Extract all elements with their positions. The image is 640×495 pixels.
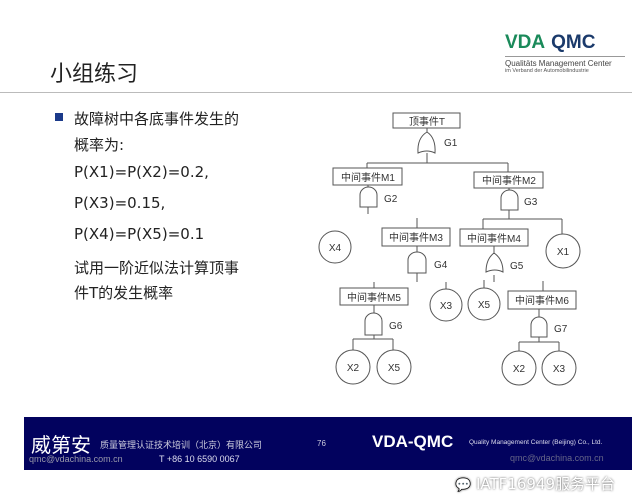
bullet-icon bbox=[55, 113, 63, 121]
text-line: P(X1)=P(X2)=0.2, bbox=[74, 163, 209, 181]
watermark-text: IATF16949服务平台 bbox=[475, 475, 615, 493]
basic-x3: X3 bbox=[553, 364, 566, 375]
footer-brand: VDA-QMC bbox=[372, 432, 454, 451]
event-m3: 中间事件M3 bbox=[389, 231, 443, 244]
event-m2: 中间事件M2 bbox=[482, 174, 536, 187]
event-m5: 中间事件M5 bbox=[347, 291, 401, 304]
gate-g6: G6 bbox=[389, 321, 403, 332]
footer-bar: 威第安 质量管理认证技术培训（北京）有限公司 qmc@vdachina.com.… bbox=[24, 417, 632, 470]
logo-line2: im Verband der Automobilindustrie bbox=[505, 68, 589, 74]
basic-x3: X3 bbox=[440, 301, 453, 312]
basic-x2: X2 bbox=[347, 363, 360, 374]
gate-g3: G3 bbox=[524, 197, 538, 208]
footer-company-cn: 威第安 bbox=[31, 433, 91, 457]
top-event: 顶事件T bbox=[409, 115, 445, 128]
basic-x5: X5 bbox=[478, 300, 491, 311]
footer-company-desc: 质量管理认证技术培训（北京）有限公司 bbox=[100, 440, 263, 450]
page-number: 76 bbox=[317, 439, 326, 448]
footer-email: qmc@vdachina.com.cn bbox=[29, 454, 123, 464]
gate-g7: G7 bbox=[554, 324, 568, 335]
logo-line1: Qualitäts Management Center bbox=[505, 56, 625, 68]
logo-qmc: QMC bbox=[551, 32, 596, 53]
event-m1: 中间事件M1 bbox=[341, 171, 395, 184]
basic-x2: X2 bbox=[513, 364, 526, 375]
wechat-icon: 💬 bbox=[455, 478, 472, 493]
event-m6: 中间事件M6 bbox=[515, 294, 569, 307]
footer-brand-desc: Quality Management Center (Beijing) Co.,… bbox=[469, 439, 603, 446]
title-divider bbox=[0, 92, 632, 93]
text-line: 件T的发生概率 bbox=[74, 284, 174, 302]
footer-email2: qmc@vdachina.com.cn bbox=[510, 453, 604, 463]
footer-phone: T +86 10 6590 0067 bbox=[159, 454, 240, 464]
text-line: P(X3)=0.15, bbox=[74, 194, 166, 212]
text-line: P(X4)=P(X5)=0.1 bbox=[74, 225, 205, 243]
gate-g1: G1 bbox=[444, 138, 458, 149]
logo-vda: VDA bbox=[505, 32, 546, 53]
text-line: 概率为: bbox=[74, 136, 125, 154]
gate-g4: G4 bbox=[434, 260, 448, 271]
slide-title: 小组练习 bbox=[50, 62, 139, 87]
event-m4: 中间事件M4 bbox=[467, 232, 521, 245]
basic-x1: X1 bbox=[557, 247, 570, 258]
text-line: 故障树中各底事件发生的 bbox=[74, 110, 240, 128]
basic-x4: X4 bbox=[329, 243, 342, 254]
text-line: 试用一阶近似法计算顶事 bbox=[74, 259, 240, 277]
gate-g2: G2 bbox=[384, 194, 398, 205]
watermark: 💬 IATF16949服务平台 bbox=[455, 473, 615, 494]
gate-g5: G5 bbox=[510, 261, 524, 272]
basic-x5: X5 bbox=[388, 363, 401, 374]
